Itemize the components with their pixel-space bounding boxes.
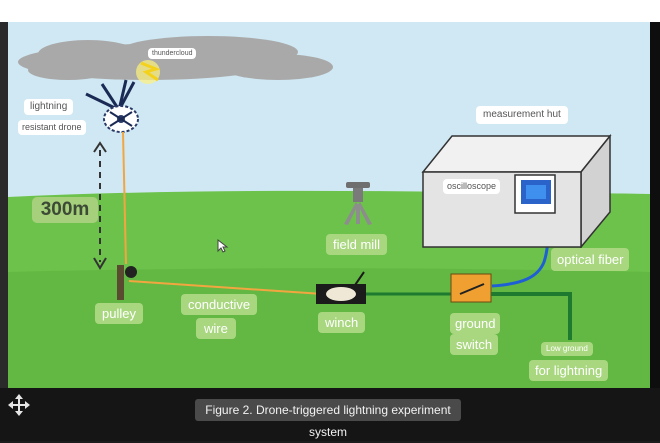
right-frame-edge bbox=[650, 22, 660, 388]
label-ground-line2: switch bbox=[450, 334, 499, 355]
diagram-slide: thundercloud lightning resistant drone 3… bbox=[8, 22, 650, 388]
cursor-icon bbox=[217, 239, 229, 253]
left-frame-edge bbox=[0, 22, 8, 388]
label-distance: 300m bbox=[32, 197, 98, 223]
distance-arrow bbox=[93, 141, 107, 270]
ground-wire-b bbox=[491, 292, 572, 340]
label-ground-line1: ground bbox=[450, 313, 501, 334]
label-thundercloud: thundercloud bbox=[148, 48, 197, 59]
label-low-ground-line2: for lightning bbox=[529, 360, 609, 381]
measurement-hut bbox=[421, 133, 612, 250]
move-icon[interactable] bbox=[6, 392, 32, 418]
label-lightning-line1: lightning bbox=[24, 99, 74, 115]
label-field-mill: field mill bbox=[326, 234, 387, 255]
label-pulley: pulley bbox=[95, 303, 143, 324]
label-optical-fiber: optical fiber bbox=[551, 248, 630, 271]
label-oscilloscope: oscilloscope bbox=[443, 179, 501, 194]
label-measurement-hut: measurement hut bbox=[476, 106, 568, 124]
conductive-wire bbox=[128, 280, 324, 295]
label-winch: winch bbox=[318, 312, 366, 333]
figure-caption: Figure 2. Drone-triggered lightning expe… bbox=[195, 399, 461, 439]
tether-wire bbox=[122, 131, 127, 265]
ground-switch bbox=[450, 273, 492, 303]
lightning-bolt-icon bbox=[136, 60, 161, 84]
label-conductive-line1: conductive bbox=[181, 294, 258, 315]
field-mill bbox=[344, 182, 372, 225]
top-white-strip bbox=[0, 0, 660, 22]
drone bbox=[85, 79, 139, 133]
winch bbox=[316, 271, 366, 304]
pulley bbox=[117, 265, 137, 300]
diagram-canvas bbox=[8, 22, 650, 388]
label-conductive-line2: wire bbox=[196, 318, 236, 339]
label-lightning-line2: resistant drone bbox=[18, 120, 86, 135]
label-low-ground-line1: Low ground bbox=[541, 342, 593, 356]
